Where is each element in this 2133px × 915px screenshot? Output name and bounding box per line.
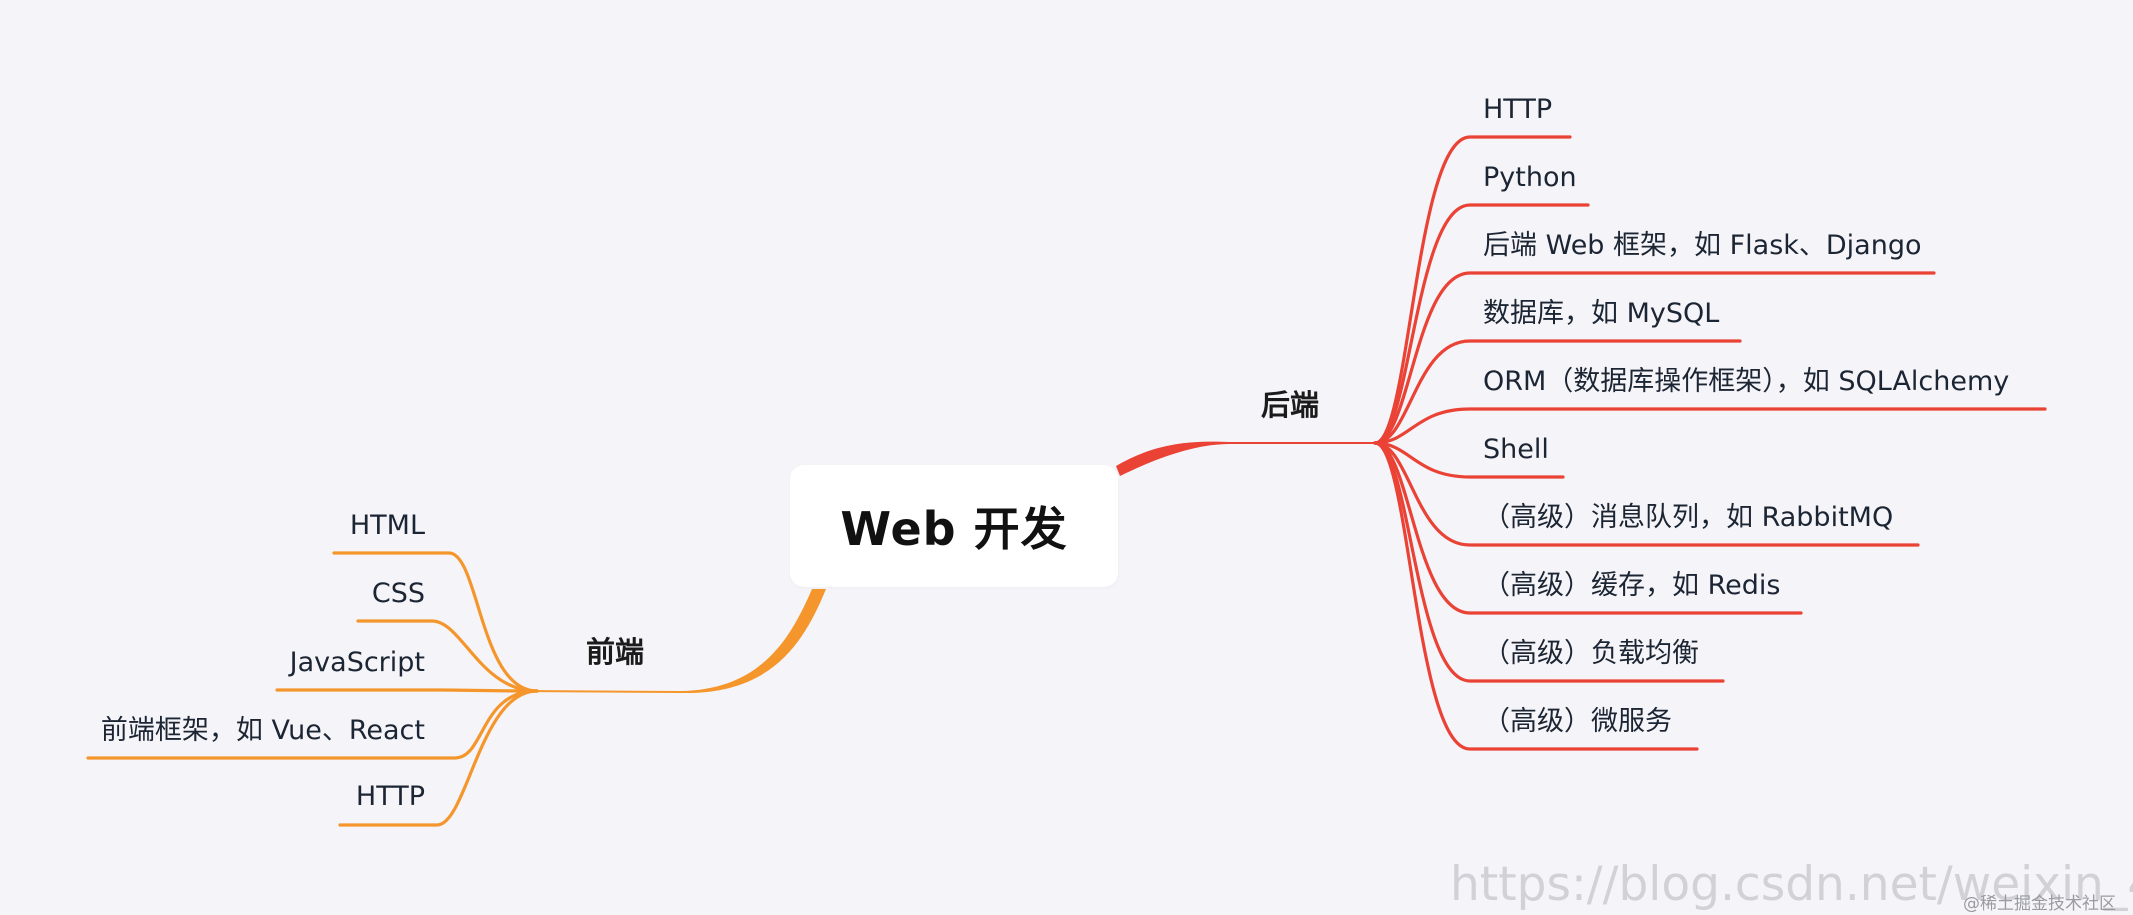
connector-root-backend: [1116, 441, 1375, 476]
backend-leaf[interactable]: 数据库，如 MySQL: [1483, 298, 1720, 329]
branch-node-frontend[interactable]: 前端: [586, 629, 644, 671]
branch-node-backend[interactable]: 后端: [1261, 382, 1319, 424]
frontend-leaf[interactable]: 前端框架，如 Vue、React: [100, 715, 425, 746]
frontend-leaf[interactable]: JavaScript: [289, 647, 425, 678]
connector-frontend-leaf-0: [332, 551, 539, 693]
root-node[interactable]: Web 开发: [790, 465, 1118, 587]
branch-label-frontend: 前端: [586, 635, 645, 669]
credit-text: @稀土掘金技术社区: [1963, 894, 2116, 914]
connector-root-frontend: [520, 589, 826, 694]
backend-leaf[interactable]: （高级）负载均衡: [1483, 638, 1699, 669]
connector-frontend-leaf-2: [275, 688, 539, 693]
frontend-leaf[interactable]: HTML: [349, 510, 425, 541]
backend-leaf[interactable]: ORM（数据库操作框架），如 SQLAlchemy: [1483, 366, 2010, 397]
connector-backend-leaf-9: [1373, 441, 1699, 751]
root-node-label: Web 开发: [840, 502, 1068, 556]
backend-leaf[interactable]: Python: [1483, 162, 1577, 193]
branch-label-backend: 后端: [1261, 388, 1320, 422]
frontend-leaf[interactable]: CSS: [371, 578, 425, 609]
backend-leaf[interactable]: （高级）消息队列，如 RabbitMQ: [1483, 502, 1894, 533]
connector-backend-leaf-6: [1373, 441, 1920, 547]
connector-backend-leaf-0: [1373, 135, 1572, 445]
backend-leaf[interactable]: 后端 Web 框架，如 Flask、Django: [1483, 230, 1922, 261]
connector-backend-leaf-3: [1373, 339, 1742, 445]
connector-backend-leaf-2: [1373, 271, 1936, 445]
backend-leaf[interactable]: Shell: [1483, 434, 1549, 465]
connector-frontend-leaf-4: [338, 689, 539, 827]
backend-leaf[interactable]: HTTP: [1483, 94, 1553, 125]
watermark-url: https://blog.csdn.net/weixin_44985880: [1450, 857, 2133, 912]
connector-backend-leaf-5: [1373, 441, 1565, 479]
connector-backend-leaf-4: [1373, 407, 2047, 445]
connector-frontend-leaf-3: [86, 689, 539, 760]
connector-backend-leaf-1: [1373, 203, 1590, 445]
frontend-leaf[interactable]: HTTP: [355, 781, 425, 812]
backend-leaf[interactable]: （高级）微服务: [1483, 706, 1672, 737]
connector-frontend-leaf-1: [356, 619, 539, 693]
backend-leaf[interactable]: （高级）缓存，如 Redis: [1483, 570, 1781, 601]
